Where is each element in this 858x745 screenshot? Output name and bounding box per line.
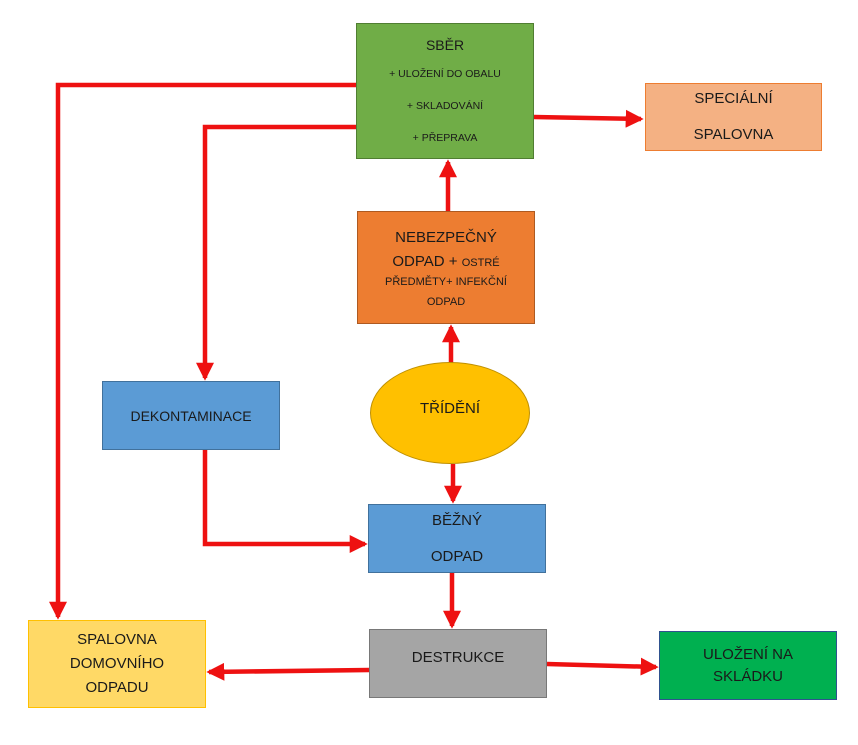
arrow-dekontaminace-to-bezny (202, 450, 368, 553)
node-dekontaminace: DEKONTAMINACE (102, 381, 280, 450)
node-sber: SBĚR + ULOŽENÍ DO OBALU + SKLADOVÁNÍ + P… (356, 23, 534, 159)
destrukce-label: DESTRUKCE (411, 649, 505, 666)
spalovna-line2: DOMOVNÍHO (69, 655, 165, 672)
nebezpecny-line2-big: ODPAD + (392, 252, 462, 270)
node-specialni-spalovna: SPECIÁLNÍ SPALOVNA (645, 83, 822, 151)
ulozeni-line1: ULOŽENÍ NA (702, 645, 793, 663)
arrow-destrukce-to-ulozeni (546, 657, 659, 676)
spalovna-line1: SPALOVNA (77, 631, 157, 648)
nebezpecny-line2: ODPAD + OSTRÉ (392, 252, 499, 272)
trideni-label: TŘÍDĚNÍ (420, 400, 480, 417)
bezny-line1: BĚŽNÝ (431, 511, 482, 529)
sber-line-skladovani: + SKLADOVÁNÍ (406, 100, 484, 112)
specialni-line1: SPECIÁLNÍ (694, 90, 773, 107)
dekontaminace-label: DEKONTAMINACE (130, 407, 252, 424)
nebezpecny-line4: ODPAD (426, 295, 466, 308)
node-spalovna-domovniho-odpadu: SPALOVNA DOMOVNÍHO ODPADU (28, 620, 206, 708)
node-ulozeni-na-skladku: ULOŽENÍ NA SKLÁDKU (659, 631, 837, 700)
nebezpecny-line2-small: OSTRÉ (461, 256, 500, 269)
nebezpecny-line3: PŘEDMĚTY+ INFEKČNÍ (385, 275, 507, 288)
bezny-line2: ODPAD (430, 547, 484, 565)
ulozeni-line2: SKLÁDKU (712, 667, 784, 685)
node-nebezpecny-odpad: NEBEZPEČNÝ ODPAD + OSTRÉ PŘEDMĚTY+ INFEK… (357, 211, 535, 324)
specialni-line2: SPALOVNA (693, 126, 774, 143)
arrow-sber-to-spalovna-domovni (49, 82, 356, 620)
sber-line-preprava: + PŘEPRAVA (412, 132, 478, 144)
node-bezny-odpad: BĚŽNÝ ODPAD (368, 504, 546, 573)
arrow-destrukce-to-spalovna (206, 662, 370, 681)
sber-title: SBĚR (425, 37, 465, 53)
arrow-sber-to-specialni (533, 109, 644, 128)
arrow-sber-to-dekontaminace (196, 124, 356, 381)
node-destrukce: DESTRUKCE (369, 629, 547, 698)
nebezpecny-line1: NEBEZPEČNÝ (395, 228, 497, 246)
node-trideni: TŘÍDĚNÍ (370, 362, 530, 464)
sber-line-obal: + ULOŽENÍ DO OBALU (389, 68, 501, 80)
spalovna-line3: ODPADU (85, 679, 149, 696)
